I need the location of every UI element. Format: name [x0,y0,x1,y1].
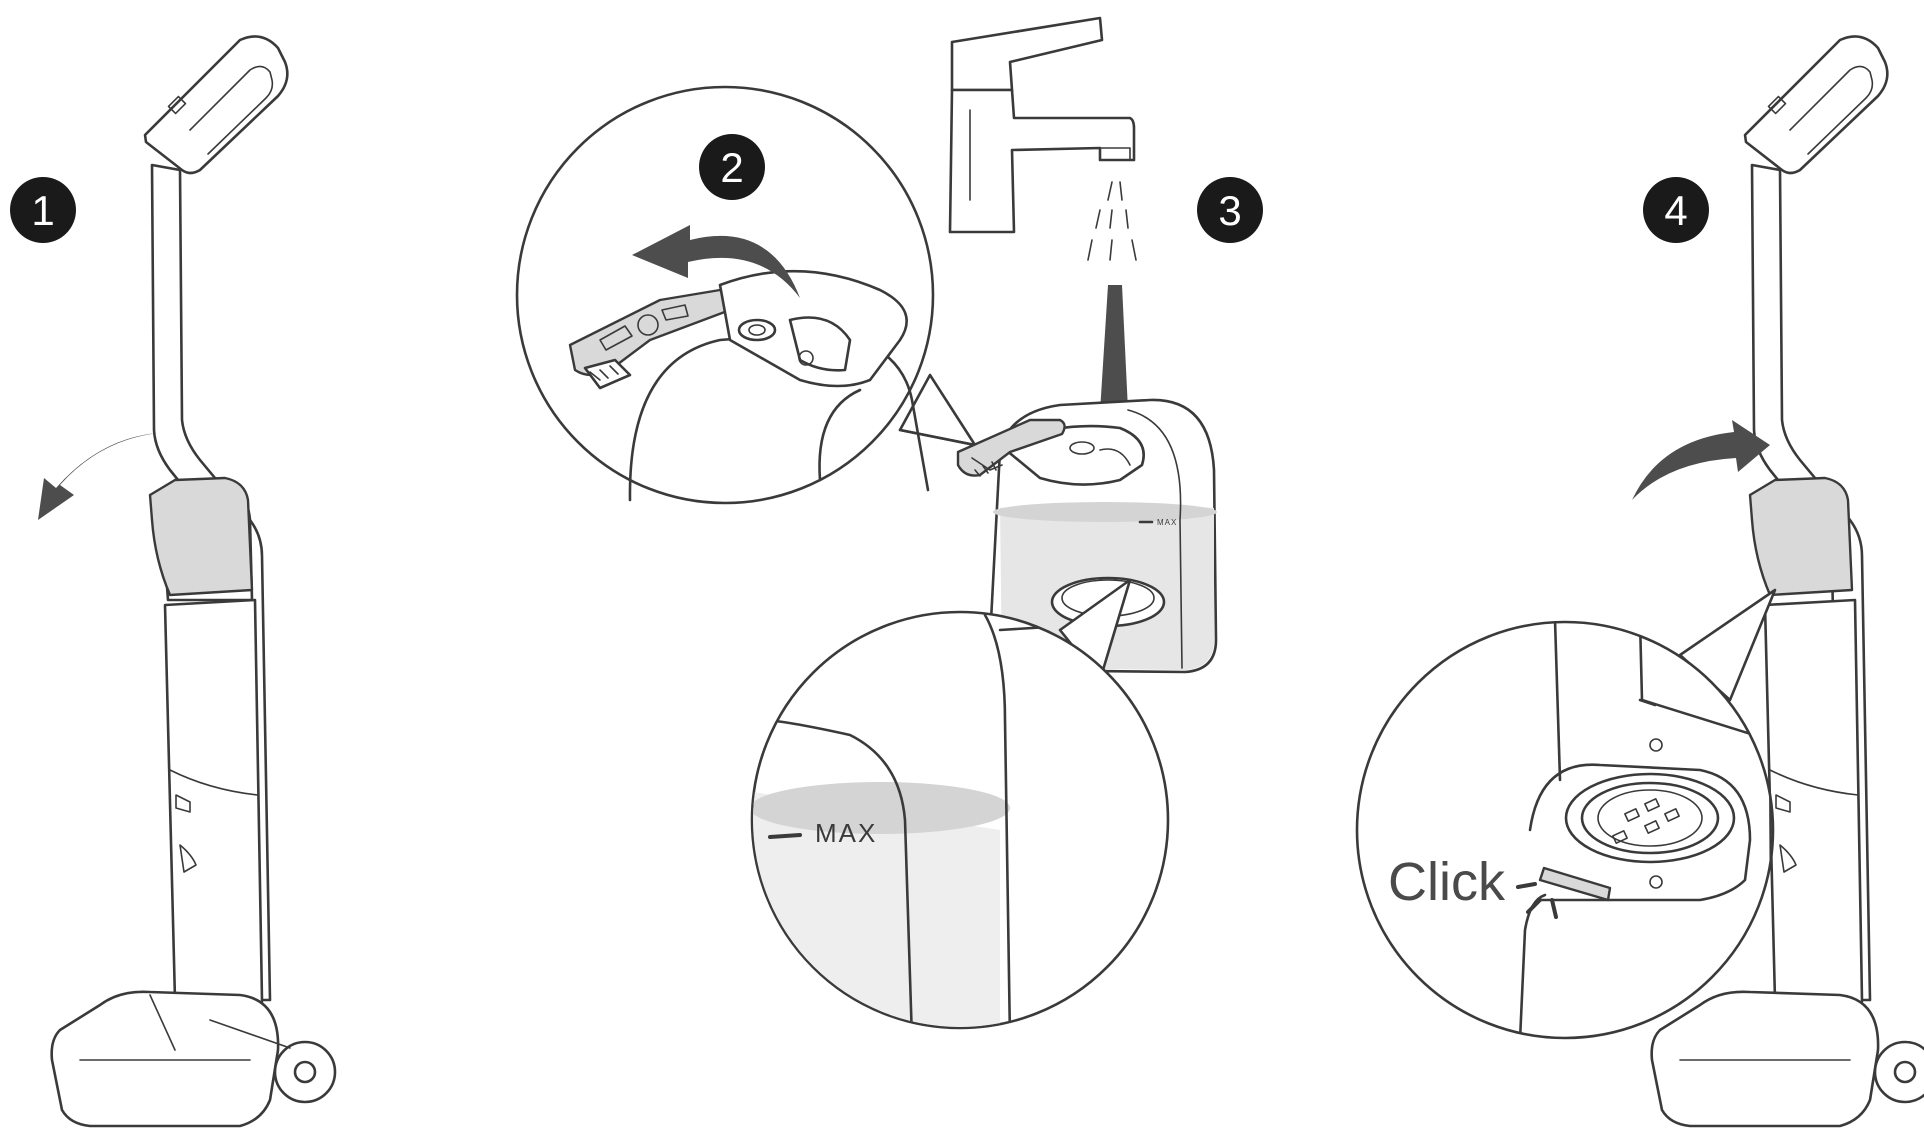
step-4-badge: 4 [1643,177,1709,243]
svg-text:4: 4 [1664,187,1687,234]
svg-text:MAX: MAX [815,818,877,848]
step-2-badge: 2 [699,134,765,200]
svg-text:MAX: MAX [1157,518,1177,527]
tank-removal-arrow [38,433,158,520]
step-3-badge: 3 [1197,177,1263,243]
step-1-vacuum [38,36,335,1126]
step-1-badge: 1 [10,177,76,243]
svg-text:2: 2 [720,144,743,191]
water-tap-icon [950,18,1134,232]
tank-insert-arrow [1632,420,1770,500]
svg-text:Click: Click [1388,852,1506,912]
water-stream [1088,182,1136,260]
max-level-zoom: MAX [740,580,1168,1040]
svg-text:3: 3 [1218,187,1241,234]
svg-text:1: 1 [31,187,54,234]
click-zoom-circle: Click [1357,590,1775,1040]
